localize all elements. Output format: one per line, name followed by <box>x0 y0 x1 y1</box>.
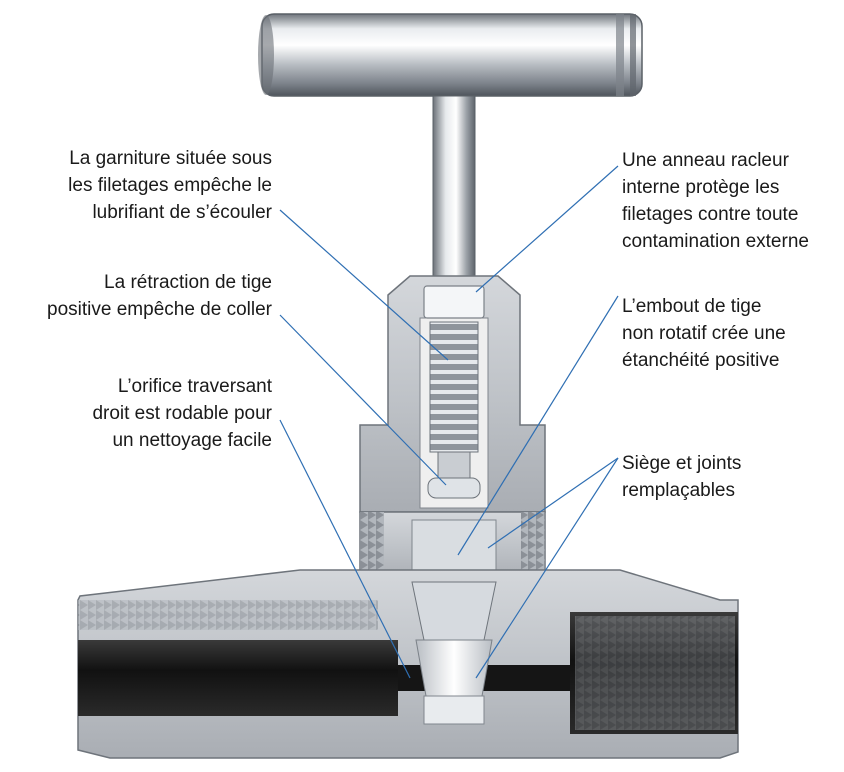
callout-line: filetages contre toute <box>622 204 799 225</box>
callout-line: interne protège les <box>622 177 780 198</box>
leader-lines <box>279 165 619 679</box>
callout-line: un nettoyage facile <box>112 430 272 451</box>
callout-line: étanchéité positive <box>622 350 780 371</box>
callout-line: non rotatif crée une <box>622 323 786 344</box>
callout-line: L’embout de tige <box>622 296 762 317</box>
callout-line: La garniture située sous <box>69 148 272 169</box>
callout-stem-retraction: La rétraction de tige positive empêche d… <box>47 269 272 323</box>
callout-line: positive empêche de coller <box>47 299 272 320</box>
callout-line: remplaçables <box>622 480 735 501</box>
t-handle <box>258 13 643 97</box>
callout-line: contamination externe <box>622 231 809 252</box>
leader-garniture <box>279 209 449 361</box>
callout-line: L’orifice traversant <box>117 376 272 397</box>
callout-line: lubrifiant de s’écouler <box>92 202 272 223</box>
valve-body <box>77 569 739 759</box>
leader-orifice <box>279 419 411 679</box>
leader-siege-b <box>475 457 619 679</box>
callout-line: les filetages empêche le <box>68 175 272 196</box>
leader-embout <box>457 295 619 556</box>
callout-stem-tip: L’embout de tige non rotatif crée une ét… <box>622 293 786 374</box>
callout-line: Siège et joints <box>622 453 742 474</box>
callout-packing-below-threads: La garniture située sous les filetages e… <box>68 145 272 226</box>
callout-wiper-ring: Une anneau racleur interne protège les f… <box>622 147 809 255</box>
callout-straight-orifice: L’orifice traversant droit est rodable p… <box>92 373 272 454</box>
leader-retraction <box>279 314 447 486</box>
leader-anneau <box>475 165 619 293</box>
callout-line: La rétraction de tige <box>104 272 272 293</box>
callout-line: droit est rodable pour <box>92 403 272 424</box>
bonnet <box>359 275 546 513</box>
leader-siege-a <box>487 457 619 549</box>
valve-stem <box>432 95 476 287</box>
callout-seat-and-seals: Siège et joints remplaçables <box>622 450 741 504</box>
callout-line: Une anneau racleur <box>622 150 789 171</box>
